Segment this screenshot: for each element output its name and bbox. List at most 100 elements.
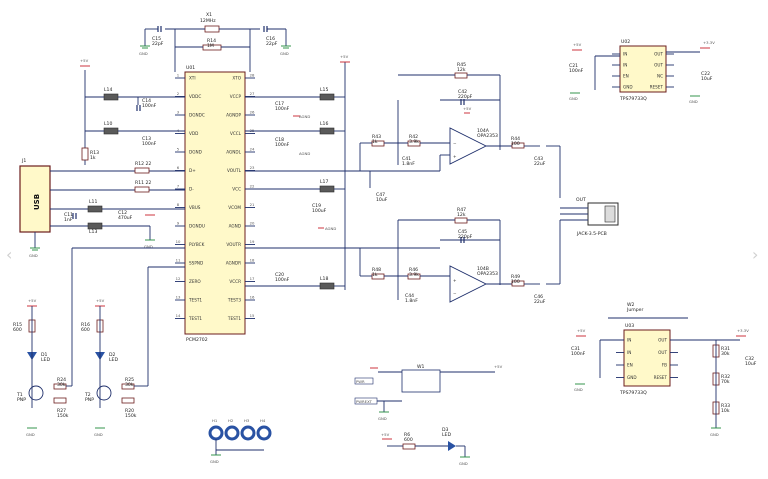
svg-text:L16: L16 — [320, 121, 328, 127]
svg-text:GND: GND — [29, 253, 38, 258]
u01-pin-right: VOUTR — [226, 242, 241, 247]
usb-ref: J1 — [21, 158, 26, 164]
resistor-r6 — [402, 443, 416, 450]
u01-pin-number: 26 — [250, 110, 255, 115]
u01-pin-right: XTO — [232, 76, 241, 81]
u01-pin-right: TEST1 — [227, 316, 241, 321]
u01-pin-number: 11 — [176, 258, 181, 263]
svg-text:L10: L10 — [104, 121, 112, 127]
u01-pin-right: AGNDL — [226, 150, 241, 155]
svg-text:−: − — [453, 291, 457, 296]
svg-text:+5V: +5V — [340, 54, 349, 59]
u02-body — [619, 45, 667, 93]
svg-text:U03: U03 — [625, 323, 634, 329]
ldo-pin-right: RESET — [650, 85, 664, 90]
svg-text:+5V: +5V — [28, 298, 37, 303]
svg-text:AGND: AGND — [325, 226, 336, 231]
svg-text:W1: W1 — [417, 364, 425, 370]
pcm2702-body — [184, 71, 246, 335]
resistor-r43 — [371, 140, 385, 147]
inductor-l11 — [87, 205, 103, 213]
u01-pin-left: DGNDC — [189, 113, 205, 118]
svg-text:TPS79733Q: TPS79733Q — [619, 96, 647, 102]
u01-pin-number: 21 — [250, 202, 255, 207]
u01-pin-number: 23 — [250, 165, 255, 170]
resistor-r49 — [511, 280, 525, 287]
crystal-x1 — [204, 25, 220, 33]
u01-pin-right: VCCP — [230, 94, 242, 99]
svg-text:GND: GND — [94, 432, 103, 437]
u01-pin-right: VCOM — [228, 205, 241, 210]
svg-text:H3: H3 — [244, 418, 250, 423]
svg-text:TPS79733Q: TPS79733Q — [619, 390, 647, 396]
crystal-ref: X1 — [206, 12, 212, 18]
inductor-l13 — [87, 222, 103, 230]
u01-pin-number: 5 — [177, 147, 180, 152]
inductor-l16 — [319, 127, 335, 135]
resistor-r24 — [53, 383, 67, 390]
u01-pin-number: 15 — [250, 313, 255, 318]
svg-text:H4: H4 — [260, 418, 266, 423]
next-arrow-icon[interactable]: › — [752, 245, 758, 264]
u01-pin-right: AGNDR — [226, 261, 241, 266]
u01-pin-right: VOUTL — [227, 168, 242, 173]
u01-pin-left: DGNDU — [189, 224, 205, 229]
u01-pin-left: VDD — [189, 131, 198, 136]
u01-pin-right: TEST3 — [227, 298, 241, 303]
ldo-pin-left: IN — [627, 350, 631, 355]
crystal-value: 12MHz — [200, 18, 216, 24]
mounting-hole-h4-icon — [256, 425, 272, 441]
opamp-b-triangle — [449, 265, 488, 303]
ldo-pin-left: EN — [627, 363, 633, 368]
u01-pin-number: 12 — [176, 276, 181, 281]
svg-text:+5V: +5V — [573, 42, 582, 47]
svg-text:R12 22: R12 22 — [135, 161, 151, 167]
ldo-pin-right: OUT — [654, 52, 663, 57]
resistor-r14 — [202, 44, 222, 51]
resistor-r42 — [407, 140, 421, 147]
svg-text:GND: GND — [378, 416, 387, 421]
usb-connector-j1: J1 USB GND — [19, 158, 185, 258]
u01-pin-number: 9 — [177, 221, 180, 226]
svg-text:GND: GND — [574, 387, 583, 392]
svg-text:GND: GND — [26, 432, 35, 437]
resistor-r45 — [454, 72, 468, 79]
resistor-r48 — [371, 273, 385, 280]
svg-text:+5V: +5V — [96, 298, 105, 303]
resistor-r20 — [121, 397, 135, 404]
u01-pin-number: 25 — [250, 128, 255, 133]
previous-arrow-icon[interactable]: ‹ — [6, 245, 12, 264]
usb-label: USB — [33, 194, 41, 210]
u01-pin-left: D- — [189, 187, 194, 192]
u01-part: PCM2702 — [186, 337, 208, 343]
svg-text:U02: U02 — [621, 39, 630, 45]
u01-pin-number: 18 — [250, 258, 255, 263]
ldo-pin-left: IN — [627, 338, 631, 343]
u01-pin-number: 4 — [177, 128, 180, 133]
ldo-pin-right: OUT — [658, 338, 667, 343]
u01-pin-number: 3 — [177, 110, 180, 115]
